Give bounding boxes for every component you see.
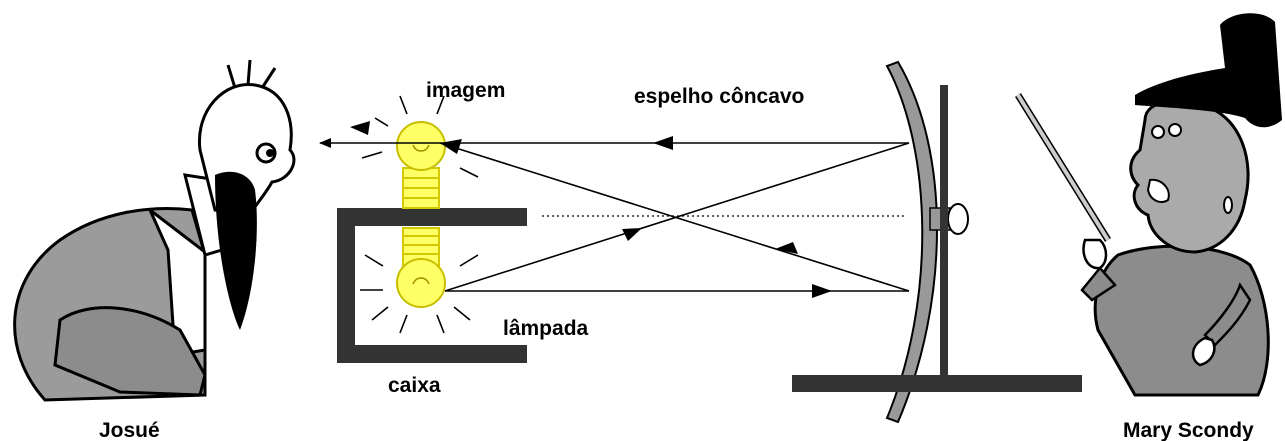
lamp-label: lâmpada [503,317,589,340]
observer-figure [13,59,296,402]
box-label: caixa [388,374,441,397]
mirror-stand [792,85,1082,392]
teacher-label: Mary Scondy [1123,419,1254,441]
image-bulb [361,95,479,209]
observer-label: Josué [99,419,160,441]
mirror-label: espelho côncavo [634,85,804,108]
image-label: imagem [426,79,505,102]
lamp-bulb [360,227,479,334]
concave-mirror [885,60,969,424]
teacher-figure [1015,13,1282,397]
ray-arrowheads [350,121,832,298]
box [337,208,527,363]
